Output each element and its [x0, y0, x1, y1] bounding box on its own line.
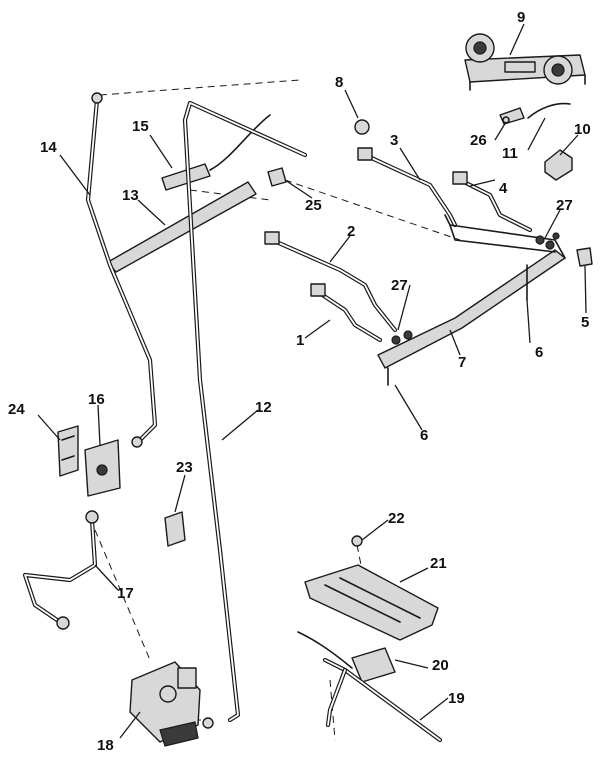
part-3-burner-tube [357, 147, 458, 228]
part-14-gas-line [85, 92, 158, 448]
part-16-regulator-mount [84, 439, 121, 497]
part-17-supply-tube [22, 510, 99, 630]
callout-27-upper: 27 [556, 197, 573, 214]
part-18-regulator [129, 661, 214, 747]
callout-6-lower: 6 [420, 427, 428, 444]
part-11-wire [527, 102, 571, 119]
callout-27-lower: 27 [391, 277, 408, 294]
callout-18: 18 [97, 737, 114, 754]
callout-1: 1 [296, 332, 304, 349]
callout-24: 24 [8, 401, 25, 418]
part-26-clip [499, 107, 525, 125]
part-6-pins [387, 264, 528, 386]
part-10-bracket [544, 149, 573, 181]
part-27-valves-lower [391, 330, 413, 345]
callout-12: 12 [255, 399, 272, 416]
callout-3: 3 [390, 132, 398, 149]
callout-10: 10 [574, 121, 591, 138]
callout-15: 15 [132, 118, 149, 135]
part-25-connector [267, 167, 287, 187]
part-5-clip [576, 247, 593, 267]
part-2-burner-tube [264, 231, 398, 333]
callout-26: 26 [470, 132, 487, 149]
part-8-knob [354, 119, 370, 135]
callout-19: 19 [448, 690, 465, 707]
callout-13: 13 [122, 187, 139, 204]
callout-20: 20 [432, 657, 449, 674]
callout-23: 23 [176, 459, 193, 476]
callout-17: 17 [117, 585, 134, 602]
part-12-gas-line [182, 100, 308, 723]
callout-11: 11 [502, 145, 518, 162]
part-24-bracket [57, 425, 79, 477]
callout-9: 9 [517, 9, 525, 26]
part-9-burner-assembly [464, 33, 586, 91]
part-21-shield [304, 564, 439, 641]
part-23-fitting [164, 511, 186, 547]
callout-5: 5 [581, 314, 589, 331]
part-1-burner-tube [310, 283, 383, 343]
callout-14: 14 [40, 139, 57, 156]
callout-2: 2 [347, 223, 355, 240]
part-19-bake-burner [322, 657, 443, 743]
leader-lines [37, 23, 587, 739]
callout-25: 25 [305, 197, 322, 214]
part-20-igniter [297, 631, 396, 683]
callout-6-right: 6 [535, 344, 543, 361]
part-22-knob [351, 535, 363, 547]
callout-16: 16 [88, 391, 105, 408]
callout-7: 7 [458, 354, 466, 371]
callout-8: 8 [335, 74, 343, 91]
callout-21: 21 [430, 555, 447, 572]
part-15-igniter [161, 114, 271, 191]
part-27-valves-upper [535, 232, 560, 250]
callout-labels: 9 8 15 3 4 10 11 26 14 13 25 2 27 27 1 7… [8, 9, 591, 754]
part-7-manifold [377, 214, 566, 369]
part-4-burner-tube [452, 171, 533, 233]
callout-22: 22 [388, 510, 405, 527]
callout-4: 4 [499, 180, 508, 197]
